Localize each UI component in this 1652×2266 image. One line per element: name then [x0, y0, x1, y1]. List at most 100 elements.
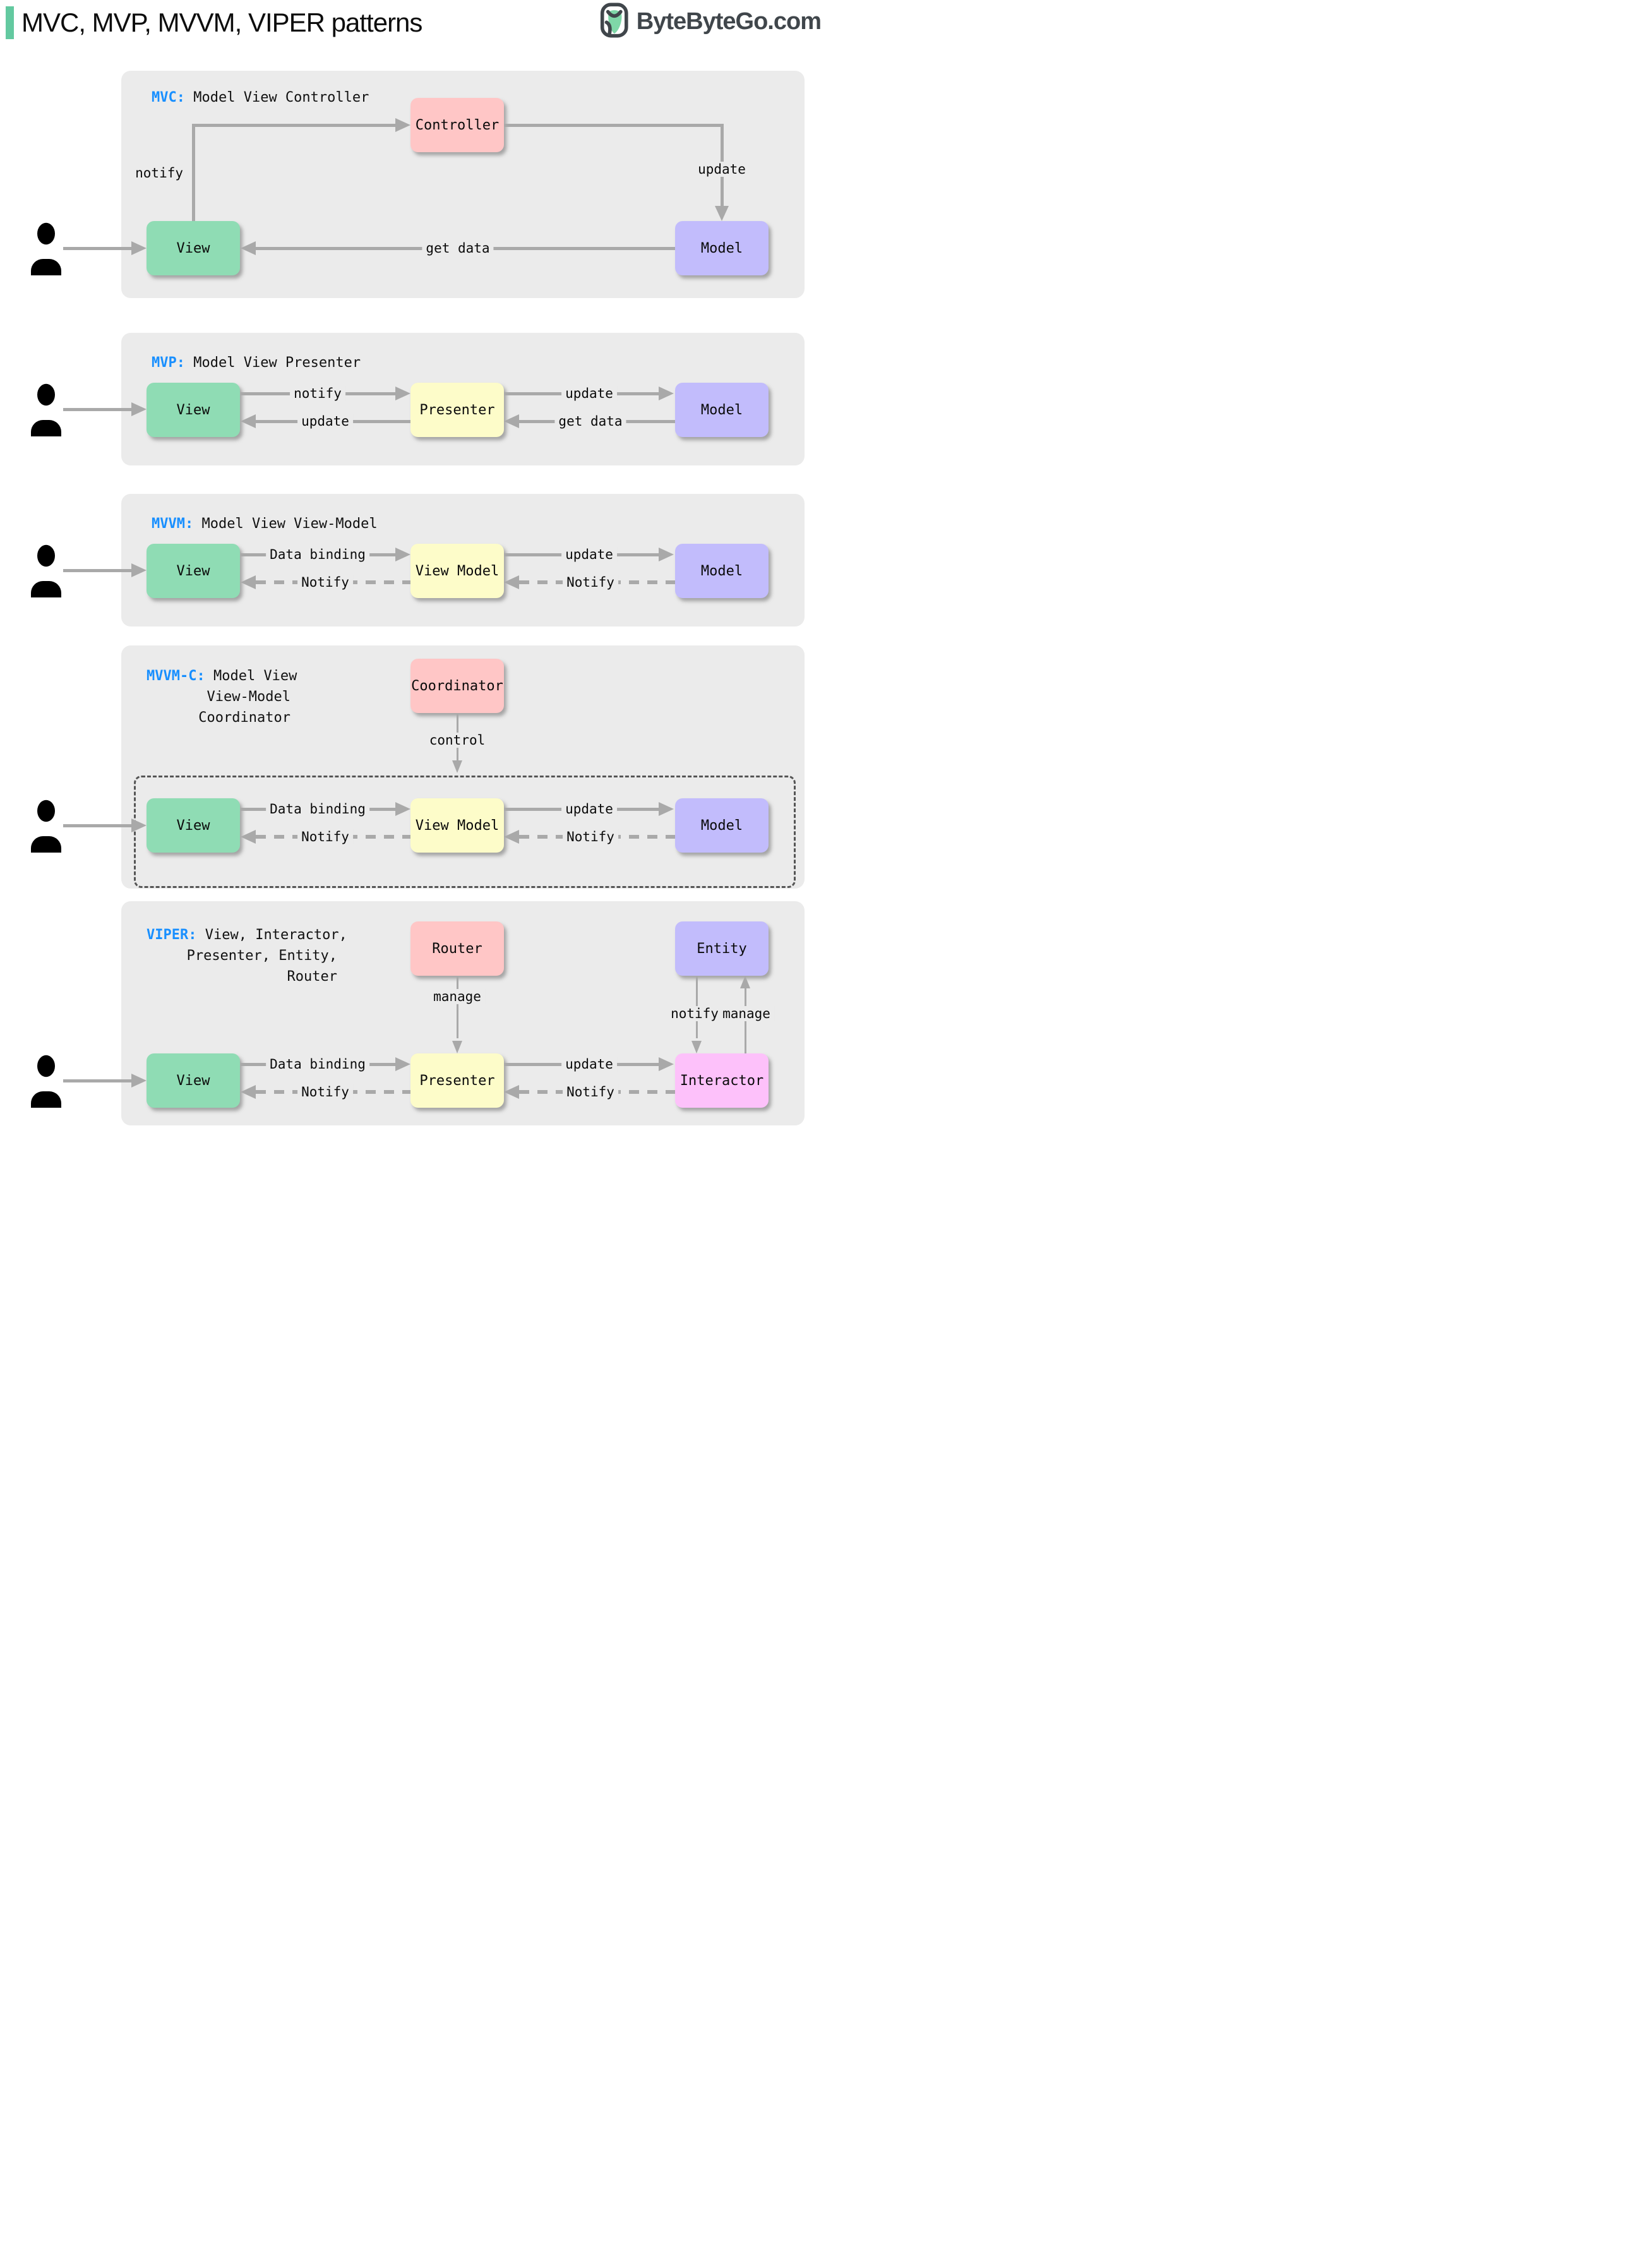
arrow-update-view-head: [241, 414, 256, 428]
arrow-label-notify-entity: notify: [667, 1006, 722, 1021]
node-view-model: View Model: [410, 798, 504, 853]
panel-mvvm: MVVM: Model View View-Model View View Mo…: [121, 494, 805, 626]
arrow-control-head: [452, 760, 462, 773]
arrow-label-update: update: [694, 162, 750, 177]
page-title: MVC, MVP, MVVM, VIPER patterns: [21, 8, 422, 37]
user-icon: [31, 1055, 61, 1108]
arrow-label-update: update: [561, 547, 617, 562]
arrow-manage-router-head: [452, 1041, 462, 1053]
node-view: View: [147, 798, 240, 853]
arrow-notify-view-head: [241, 1085, 256, 1099]
panel-mvvm-title: MVVM: Model View View-Model: [152, 516, 378, 532]
arrow-label-data-binding: Data binding: [266, 547, 369, 562]
arrow-manage-router-line: [456, 976, 458, 1038]
arrow-notify-view-head: [241, 830, 256, 844]
arrow-update-head: [659, 1057, 674, 1071]
bytebytego-logo-icon: [600, 3, 631, 40]
node-presenter: Presenter: [410, 1053, 504, 1108]
brand-text: ByteByteGo.com: [636, 8, 822, 35]
user-arrow-line: [63, 246, 133, 250]
panel-mvp-title: MVP: Model View Presenter: [152, 355, 361, 371]
node-model: Model: [675, 798, 769, 853]
arrow-update-line-horizontal: [504, 123, 722, 127]
arrow-label-notify: notify: [290, 386, 345, 401]
panel-viper-abbr: VIPER:: [147, 927, 197, 943]
arrow-update-head: [715, 206, 729, 221]
infographic-page: MVC, MVP, MVVM, VIPER patterns ByteByteG…: [0, 0, 826, 1133]
node-coordinator: Coordinator: [410, 659, 504, 713]
arrow-update-head: [659, 548, 674, 561]
user-icon: [31, 544, 61, 597]
user-arrow-head: [131, 402, 147, 416]
node-view-model: View Model: [410, 544, 504, 598]
arrow-get-data-head: [241, 241, 256, 255]
arrow-label-notify-view: Notify: [297, 1084, 353, 1100]
user-arrow-head: [131, 1074, 147, 1088]
node-model: Model: [675, 383, 769, 437]
user-arrow-line: [63, 824, 133, 827]
arrow-notify-view-model-head: [504, 575, 519, 589]
user-arrow-head: [131, 818, 147, 832]
arrow-label-get-data: get data: [422, 241, 494, 256]
node-presenter: Presenter: [410, 383, 504, 437]
arrow-label-update-view: update: [297, 414, 353, 429]
panel-viper-title: VIPER: View, Interactor,Presenter, Entit…: [147, 927, 347, 985]
arrow-label-update: update: [561, 801, 617, 817]
user-arrow-line: [63, 407, 133, 411]
node-view: View: [147, 383, 240, 437]
panel-mvp: MVP: Model View Presenter View Presenter…: [121, 333, 805, 465]
arrow-update-head: [659, 802, 674, 816]
user-arrow-head: [131, 241, 147, 255]
node-model: Model: [675, 221, 769, 275]
arrow-update-model-head: [659, 387, 674, 400]
arrow-label-notify-presenter: Notify: [563, 1084, 618, 1100]
node-interactor: Interactor: [675, 1053, 769, 1108]
arrow-data-binding-head: [395, 1057, 410, 1071]
arrow-data-binding-head: [395, 548, 410, 561]
arrow-notify-line-horizontal: [192, 123, 395, 127]
panel-mvvm-abbr: MVVM:: [152, 516, 194, 532]
arrow-label-control: control: [425, 733, 489, 748]
brand: ByteByteGo.com: [600, 3, 822, 40]
user-arrow-line: [63, 1079, 133, 1082]
panel-mvc-abbr: MVC:: [152, 90, 185, 105]
user-icon: [31, 800, 61, 853]
arrow-label-data-binding: Data binding: [266, 801, 369, 817]
title-accent-bar: [6, 6, 14, 39]
arrow-label-data-binding: Data binding: [266, 1057, 369, 1072]
panel-mvc: MVC: Model View Controller Controller Vi…: [121, 71, 805, 298]
node-router: Router: [410, 921, 504, 976]
user-arrow-head: [131, 563, 147, 577]
arrow-notify-head: [395, 118, 410, 132]
arrow-label-notify-view-model: Notify: [563, 575, 618, 590]
panel-mvvm-c-abbr: MVVM-C:: [147, 668, 205, 684]
arrow-notify-view-model-head: [504, 830, 519, 844]
arrow-notify-entity-head: [691, 1041, 702, 1053]
node-view: View: [147, 1053, 240, 1108]
arrow-label-notify-view: Notify: [297, 829, 353, 844]
panel-mvc-title: MVC: Model View Controller: [152, 90, 369, 105]
arrow-label-notify-view: Notify: [297, 575, 353, 590]
node-controller: Controller: [410, 98, 504, 152]
arrow-notify-presenter-head: [504, 1085, 519, 1099]
arrow-label-update-model: update: [561, 386, 617, 401]
user-icon: [31, 383, 61, 436]
arrow-label-update: update: [561, 1057, 617, 1072]
arrow-notify-view-head: [241, 575, 256, 589]
user-icon: [31, 222, 61, 275]
arrow-label-notify-view-model: Notify: [563, 829, 618, 844]
arrow-label-manage-router: manage: [429, 989, 485, 1004]
user-arrow-line: [63, 568, 133, 572]
arrow-notify-head: [395, 387, 410, 400]
node-view: View: [147, 544, 240, 598]
arrow-manage-entity-head: [740, 976, 750, 988]
arrow-get-data-head: [504, 414, 519, 428]
arrow-notify-line-vertical: [192, 125, 195, 221]
arrow-data-binding-head: [395, 802, 410, 816]
panel-mvp-abbr: MVP:: [152, 355, 185, 371]
arrow-label-get-data: get data: [554, 414, 626, 429]
arrow-label-manage-entity: manage: [719, 1006, 774, 1021]
node-model: Model: [675, 544, 769, 598]
